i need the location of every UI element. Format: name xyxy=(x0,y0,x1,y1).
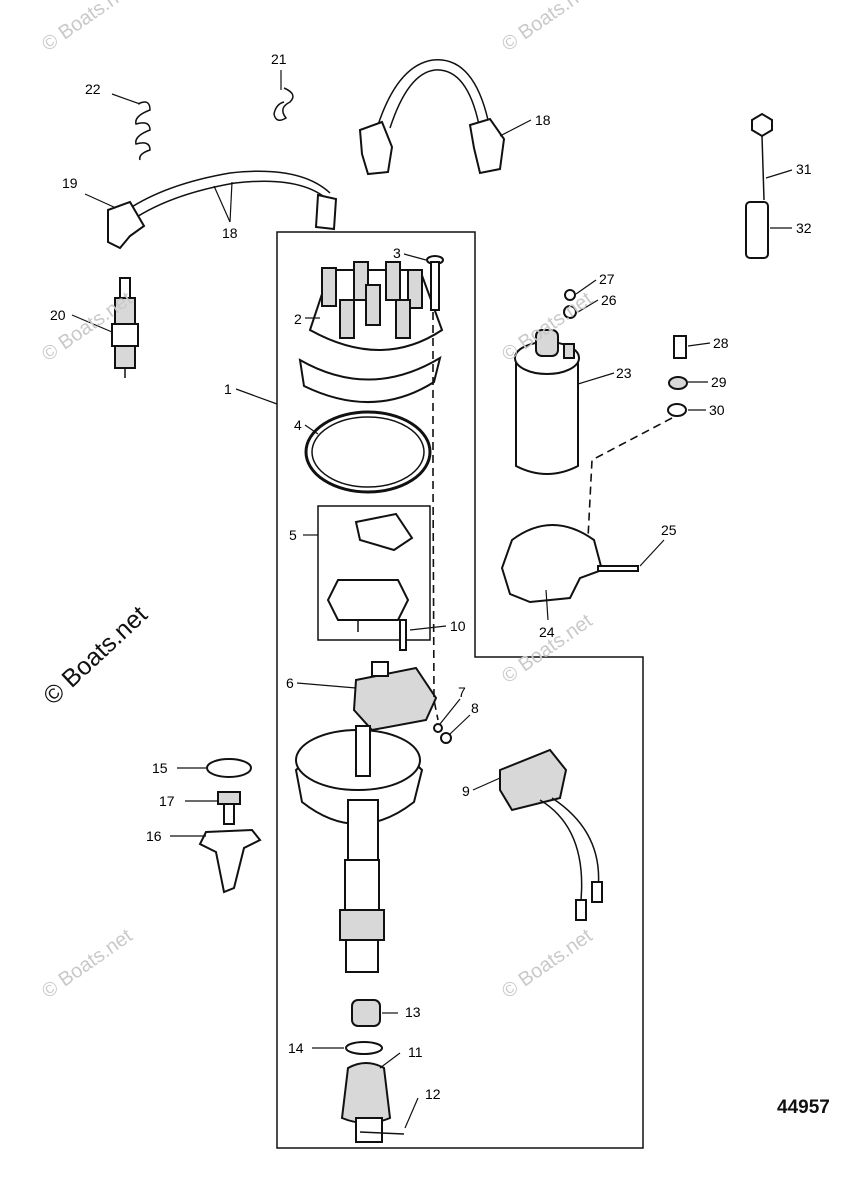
callout-13: 13 xyxy=(405,1004,421,1020)
part-29-lock-washer xyxy=(668,376,688,390)
callout-32: 32 xyxy=(796,220,812,236)
callout-9: 9 xyxy=(462,783,470,799)
callout-24: 24 xyxy=(539,624,555,640)
callout-16: 16 xyxy=(146,828,162,844)
part-2-distributor-cap xyxy=(298,261,444,403)
part-23-ignition-coil xyxy=(514,329,580,475)
callout-17: 17 xyxy=(159,793,175,809)
part-21-wire-clip xyxy=(273,87,294,121)
callout-21: 21 xyxy=(271,51,287,67)
part-24-coil-bracket xyxy=(500,524,604,604)
callout-1: 1 xyxy=(224,381,232,397)
part-19-spark-plug-wire xyxy=(107,170,338,250)
part-27-nut xyxy=(564,289,576,301)
callout-7: 7 xyxy=(458,684,466,700)
document-number: 44957 xyxy=(777,1097,830,1118)
part-22-spring-clip xyxy=(135,101,151,161)
assembly-boundary xyxy=(276,231,644,1149)
alignment-dashed-line xyxy=(432,312,439,721)
part-11-drive-gear xyxy=(340,1062,392,1143)
part-32-terminal xyxy=(745,201,769,259)
part-16-hold-down-clamp xyxy=(198,828,262,894)
callout-2: 2 xyxy=(294,311,302,327)
callout-19: 19 xyxy=(62,175,78,191)
callout-5: 5 xyxy=(289,527,297,543)
part-8-nut xyxy=(440,732,452,744)
part-31-ground-strap xyxy=(751,112,773,201)
callout-22: 22 xyxy=(85,81,101,97)
part-18-coil-wire xyxy=(358,59,506,176)
part-30-washer xyxy=(667,403,687,417)
callout-26: 26 xyxy=(601,292,617,308)
callout-31: 31 xyxy=(796,161,812,177)
part-5-rotor-kit xyxy=(317,505,431,641)
callout-6: 6 xyxy=(286,675,294,691)
part-6-ignition-module xyxy=(352,661,438,732)
part-13-bushing xyxy=(351,999,381,1027)
distributor-body xyxy=(294,725,424,973)
part-14-thrust-washer xyxy=(345,1041,383,1055)
callout-18-spark-wire: 18 xyxy=(222,225,238,241)
callout-29: 29 xyxy=(711,374,727,390)
callout-18-coil-wire: 18 xyxy=(535,112,551,128)
alignment-dashed-line-coil xyxy=(587,417,673,539)
part-20-spark-plug xyxy=(111,277,139,378)
callout-23: 23 xyxy=(616,365,632,381)
callout-28: 28 xyxy=(713,335,729,351)
callout-14: 14 xyxy=(288,1040,304,1056)
leader-lines xyxy=(71,70,793,1129)
part-4-gasket xyxy=(304,410,432,494)
callout-8: 8 xyxy=(471,700,479,716)
callout-27: 27 xyxy=(599,271,615,287)
callout-3: 3 xyxy=(393,245,401,261)
callout-15: 15 xyxy=(152,760,168,776)
callout-10: 10 xyxy=(450,618,466,634)
callout-4: 4 xyxy=(294,417,302,433)
callout-20: 20 xyxy=(50,307,66,323)
part-17-bolt xyxy=(217,791,241,825)
part-28-bolt xyxy=(673,335,687,359)
callout-11: 11 xyxy=(408,1044,423,1060)
callout-30: 30 xyxy=(709,402,725,418)
part-3-cap-screw xyxy=(426,255,444,311)
callout-25: 25 xyxy=(661,522,677,538)
callout-12: 12 xyxy=(425,1086,441,1102)
part-12-roll-pin xyxy=(359,1131,405,1135)
part-26-washer xyxy=(563,305,577,319)
part-15-washer xyxy=(206,758,252,778)
part-9-pickup-sensor xyxy=(499,748,603,921)
part-25-screw xyxy=(597,565,639,572)
part-7-washer xyxy=(433,723,443,733)
part-10-screw xyxy=(399,619,407,651)
